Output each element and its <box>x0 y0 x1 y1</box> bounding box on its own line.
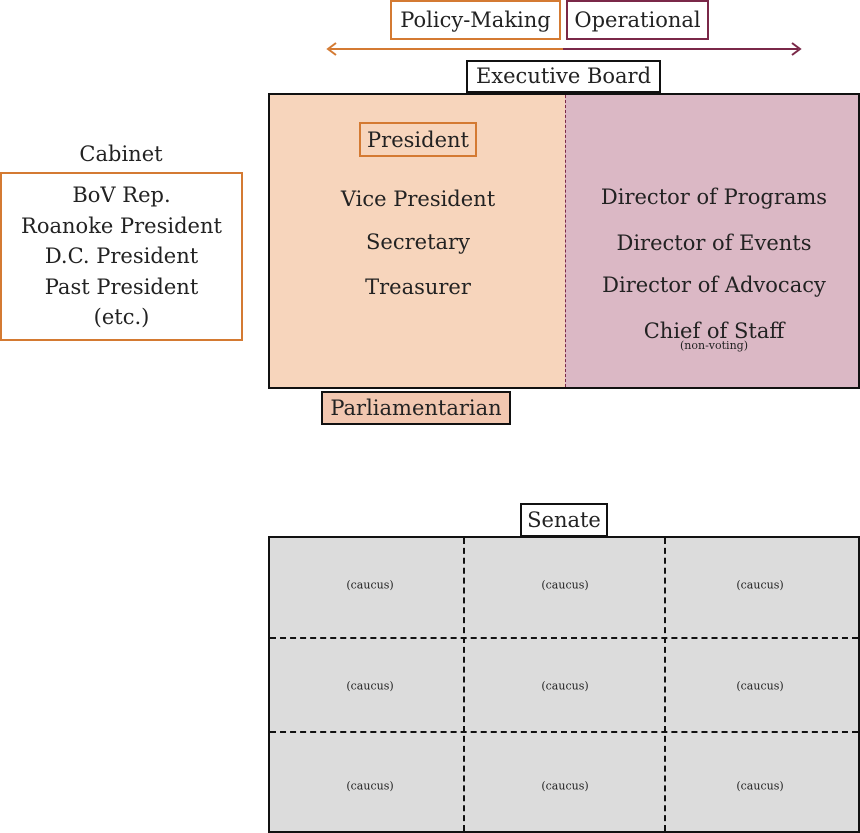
cabinet-box: BoV Rep. Roanoke President D.C. Presiden… <box>0 172 243 341</box>
operational-panel: Director of Programs Director of Events … <box>565 95 858 387</box>
vice-president: Vice President <box>340 187 496 211</box>
policy-making-label: Policy-Making <box>390 0 561 40</box>
senate-divider <box>664 538 666 831</box>
cabinet-member: BoV Rep. <box>72 183 171 208</box>
branch-arrows <box>326 42 802 56</box>
policy-arrow-head <box>326 42 337 56</box>
cabinet-member: Roanoke President <box>21 213 222 238</box>
treasurer: Treasurer <box>365 275 471 299</box>
caucus-cell: (caucus) <box>541 679 589 693</box>
non-voting-note: (non-voting) <box>680 339 748 352</box>
operational-arrow-head <box>791 42 802 56</box>
parliamentarian-box: Parliamentarian <box>321 391 511 425</box>
cabinet-title: Cabinet <box>79 142 163 166</box>
executive-board: President Vice President Secretary Treas… <box>268 93 860 389</box>
chief-of-staff: Chief of Staff <box>643 319 785 343</box>
caucus-cell: (caucus) <box>346 679 394 693</box>
president-box: President <box>359 122 477 157</box>
cabinet-member: D.C. President <box>44 244 199 269</box>
caucus-cell: (caucus) <box>346 779 394 793</box>
senate-divider <box>270 731 858 733</box>
senate-grid: (caucus) (caucus) (caucus) (caucus) (cau… <box>268 536 860 833</box>
secretary: Secretary <box>366 230 470 254</box>
caucus-cell: (caucus) <box>541 578 589 592</box>
operational-label: Operational <box>566 0 709 40</box>
caucus-cell: (caucus) <box>346 578 394 592</box>
caucus-cell: (caucus) <box>736 578 784 592</box>
director-of-events: Director of Events <box>616 231 812 255</box>
caucus-cell: (caucus) <box>541 779 589 793</box>
caucus-cell: (caucus) <box>736 779 784 793</box>
cabinet-member: (etc.) <box>93 305 150 330</box>
caucus-cell: (caucus) <box>736 679 784 693</box>
senate-divider <box>463 538 465 831</box>
policy-making-panel: President Vice President Secretary Treas… <box>270 95 565 387</box>
director-of-programs: Director of Programs <box>600 185 828 209</box>
senate-title: Senate <box>520 503 608 537</box>
cabinet-member: Past President <box>44 274 199 299</box>
executive-board-title: Executive Board <box>466 60 661 93</box>
senate-divider <box>270 637 858 639</box>
director-of-advocacy: Director of Advocacy <box>602 273 826 297</box>
